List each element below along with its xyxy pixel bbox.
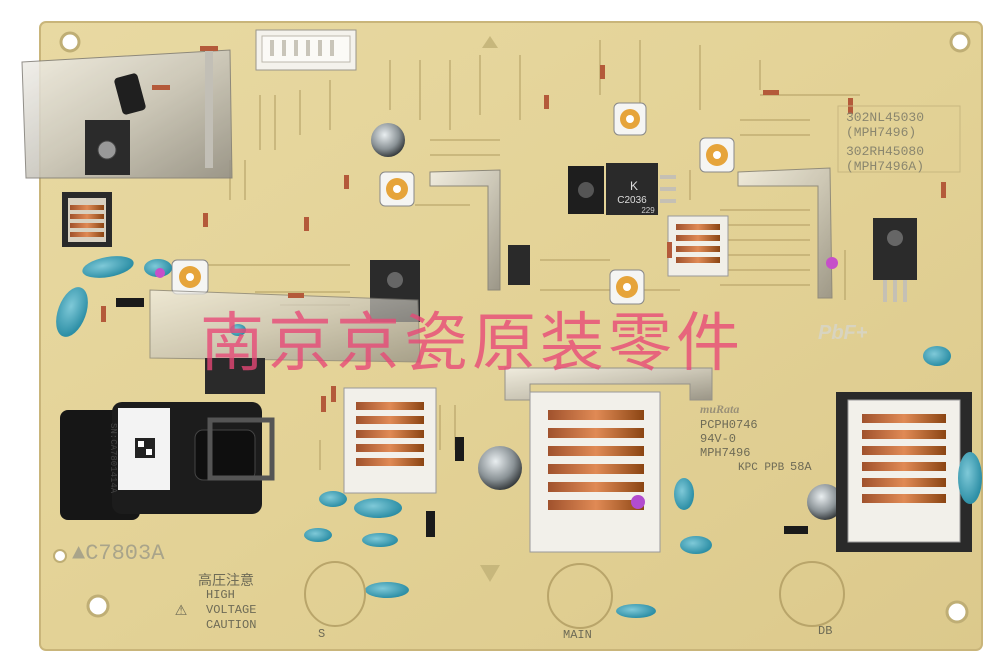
- chip-label: 229: [641, 206, 655, 215]
- triangle-icon: ▲: [72, 541, 86, 566]
- connector-main-outline: [547, 563, 613, 629]
- board-code-2: 94V-0: [700, 432, 737, 446]
- connector-cn1: [255, 29, 357, 71]
- heatsink-center: [429, 169, 530, 291]
- transformer-mid-right: [667, 215, 729, 277]
- caution-english: HIGH VOLTAGE CAUTION: [206, 588, 257, 632]
- ceramic-capacitor: [56, 256, 982, 618]
- board-id-marking: ▲C7803A: [72, 541, 164, 566]
- arrow-marker: [482, 36, 498, 48]
- connector-label-main: MAIN: [563, 628, 592, 642]
- warning-triangle-icon: ⚠: [175, 599, 188, 622]
- heatsink-lower-left: [149, 289, 421, 363]
- chip-label: C2036: [617, 195, 647, 206]
- trimmer-pot: [699, 137, 735, 173]
- mounting-hole: [53, 549, 67, 563]
- transistor: [568, 166, 604, 214]
- diode: [784, 526, 808, 534]
- transformer-right: [836, 392, 972, 552]
- transformer-left: [62, 192, 112, 247]
- diode: [116, 298, 144, 307]
- board-code-1: PCPH0746: [700, 418, 758, 432]
- trimmer-pot: [379, 171, 415, 207]
- trimmer-pot: [613, 102, 647, 136]
- pbf-marking: PbF+: [818, 322, 868, 344]
- board-code-3: MPH7496: [700, 446, 751, 460]
- connector-db-outline: [779, 561, 845, 627]
- kpc-marking: KPC PPB: [738, 462, 785, 474]
- marker-dot: [155, 268, 165, 278]
- connector-s-outline: [304, 561, 366, 627]
- marker-dot: [826, 257, 838, 269]
- trimmer-pot: [171, 259, 209, 295]
- mounting-hole: [945, 600, 969, 624]
- connector-label-db: DB: [818, 624, 833, 638]
- part-number-box: [837, 105, 961, 173]
- diode: [101, 46, 946, 412]
- serial-label: SN:CA7801414A: [108, 423, 118, 494]
- electrolytic-capacitor: [371, 123, 405, 157]
- arrow-marker: [480, 565, 500, 582]
- transformer-main: [504, 367, 713, 553]
- part-number-2: 302RH45080: [846, 144, 925, 159]
- diode: [426, 511, 435, 537]
- connector-label-s: S: [318, 627, 326, 641]
- electrolytic-capacitor: [478, 446, 522, 490]
- electrolytic-capacitor: [807, 484, 843, 520]
- heatsink-right: [737, 167, 833, 299]
- mounting-hole: [86, 594, 110, 618]
- heatsink-left: [21, 48, 233, 179]
- part-number-1-sub: (MPH7496): [846, 125, 917, 140]
- transistor: K C2036 229: [606, 163, 676, 215]
- caution-chinese: 高圧注意: [198, 573, 254, 589]
- murata-logo: muRata: [700, 402, 740, 416]
- mounting-hole: [949, 31, 971, 53]
- mounting-hole: [59, 31, 81, 53]
- trimmer-pot: [609, 269, 645, 305]
- part-number-1: 302NL45030: [846, 110, 925, 125]
- flyback-module: [60, 402, 275, 520]
- transformer-center-left: [343, 387, 437, 494]
- watermark-text: 南京京瓷原装零件: [200, 307, 744, 381]
- part-number-2-sub: (MPH7496A): [846, 159, 925, 174]
- transistor: [873, 218, 917, 302]
- chip-label: K: [630, 179, 638, 193]
- rating-marking: 58A: [790, 460, 812, 474]
- diode: [455, 437, 464, 461]
- board-id-text: C7803A: [85, 541, 165, 566]
